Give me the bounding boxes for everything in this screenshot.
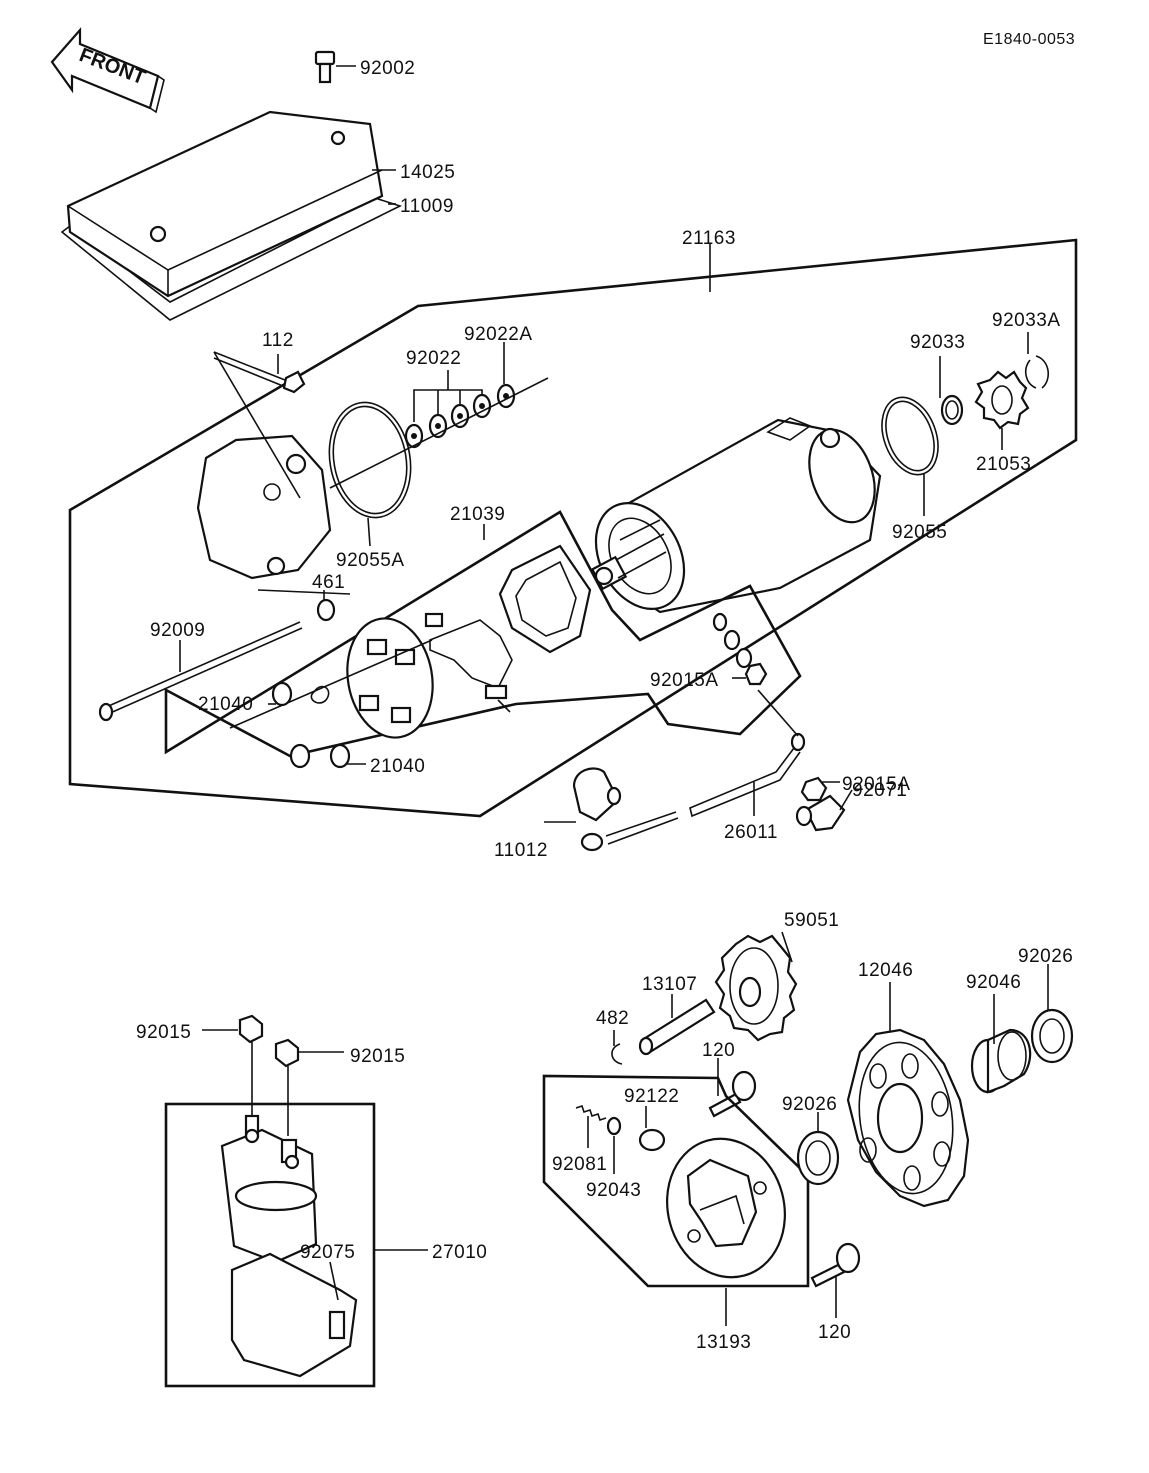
relay-cover-92075-icon: [230, 1252, 358, 1378]
label-92026-middle: 92026: [782, 1094, 837, 1115]
label-92015-right: 92015: [350, 1046, 405, 1067]
label-92046: 92046: [966, 972, 1021, 993]
label-92071: 92071: [852, 780, 907, 801]
label-14025: 14025: [400, 162, 455, 183]
label-92122: 92122: [624, 1086, 679, 1107]
label-59051: 59051: [784, 910, 839, 931]
pinion-gear-21053-icon: [974, 370, 1030, 430]
nut-92015a-icon: [800, 776, 828, 802]
label-13193: 13193: [696, 1332, 751, 1353]
one-way-clutch-13193-icon: [666, 1137, 786, 1279]
label-120-upper: 120: [702, 1040, 735, 1061]
bolt-92002-icon: [314, 50, 356, 84]
spring-92081-icon: [575, 1104, 607, 1122]
label-92022a: 92022A: [464, 324, 533, 345]
cover-14025-icon: [60, 110, 403, 321]
label-92055a: 92055A: [336, 550, 405, 571]
label-92015a-lower: 92015A: [842, 774, 911, 795]
o-ring-92055-icon: [881, 396, 939, 476]
label-92075: 92075: [300, 1242, 355, 1263]
washer-92033-icon: [940, 394, 964, 426]
through-bolt-112-icon: [213, 351, 306, 394]
front-arrow: FRONT: [50, 27, 165, 114]
brush-lead-icon: [424, 612, 513, 713]
label-92015a-upper: 92015A: [650, 670, 719, 691]
label-21053: 21053: [976, 454, 1031, 475]
o-ring-92055a-icon: [328, 401, 412, 519]
terminal-washers-icon: [712, 612, 768, 686]
label-92033a: 92033A: [992, 310, 1061, 331]
idler-shaft-13107-icon: [638, 998, 716, 1056]
bolt-120-lower-icon: [810, 1242, 861, 1288]
nut-92015-left-icon: [238, 1014, 264, 1044]
label-11009: 11009: [400, 196, 454, 217]
circlip-92033a-icon: [1024, 355, 1049, 389]
needle-bearing-92046-icon: [970, 1028, 1032, 1094]
end-cover-icon: [196, 351, 332, 580]
label-92055: 92055: [892, 522, 947, 543]
starter-cable-26011-icon: [689, 689, 806, 818]
label-27010: 27010: [432, 1242, 487, 1263]
label-26011: 26011: [724, 822, 778, 843]
washers-92022-icon: [329, 377, 549, 489]
lead-cable-11012-icon: [572, 767, 679, 852]
starter-relay-group-frame: [164, 1102, 376, 1388]
brush-spring-21040-icon: [271, 681, 351, 769]
label-21040-upper: 21040: [198, 694, 253, 715]
label-92022: 92022: [406, 348, 461, 369]
starter-relay-27010-icon: [220, 1114, 318, 1264]
label-92026-right: 92026: [1018, 946, 1073, 967]
starter-motor-group-frame: [68, 238, 1078, 818]
label-92002: 92002: [360, 58, 415, 79]
starter-clutch-group-frame: [542, 1074, 810, 1288]
label-92081: 92081: [552, 1154, 607, 1175]
washer-92026-middle-icon: [796, 1130, 840, 1186]
washer-92026-right-icon: [1030, 1008, 1074, 1064]
label-13107: 13107: [642, 974, 697, 995]
label-92015-left: 92015: [136, 1022, 191, 1043]
label-92009: 92009: [150, 620, 205, 641]
circlip-482-icon: [611, 1043, 623, 1065]
label-21163: 21163: [682, 228, 736, 249]
roller-92122-icon: [638, 1128, 666, 1152]
brush-yoke-icon: [498, 544, 592, 654]
label-11012: 11012: [494, 840, 548, 861]
cap-92043-icon: [606, 1116, 622, 1136]
label-92033: 92033: [910, 332, 965, 353]
washer-461-icon: [316, 598, 336, 622]
label-482: 482: [596, 1008, 629, 1029]
diagram-code: E1840-0053: [983, 31, 1075, 48]
label-12046: 12046: [858, 960, 913, 981]
label-461: 461: [312, 572, 345, 593]
terminal-cap-92071-icon: [795, 794, 846, 832]
label-112: 112: [262, 330, 294, 351]
label-120-lower: 120: [818, 1322, 851, 1343]
motor-housing-icon: [590, 417, 882, 614]
brush-holder-group-frame: [164, 510, 802, 758]
nut-92015-right-icon: [274, 1038, 300, 1068]
clutch-gear-12046-icon: [846, 1028, 970, 1208]
label-21040-lower: 21040: [370, 756, 425, 777]
brush-plate-icon: [229, 617, 434, 739]
label-21039: 21039: [450, 504, 505, 525]
idler-gear-59051-icon: [714, 934, 798, 1042]
label-92043: 92043: [586, 1180, 641, 1201]
long-bolt-92009-icon: [98, 621, 303, 722]
